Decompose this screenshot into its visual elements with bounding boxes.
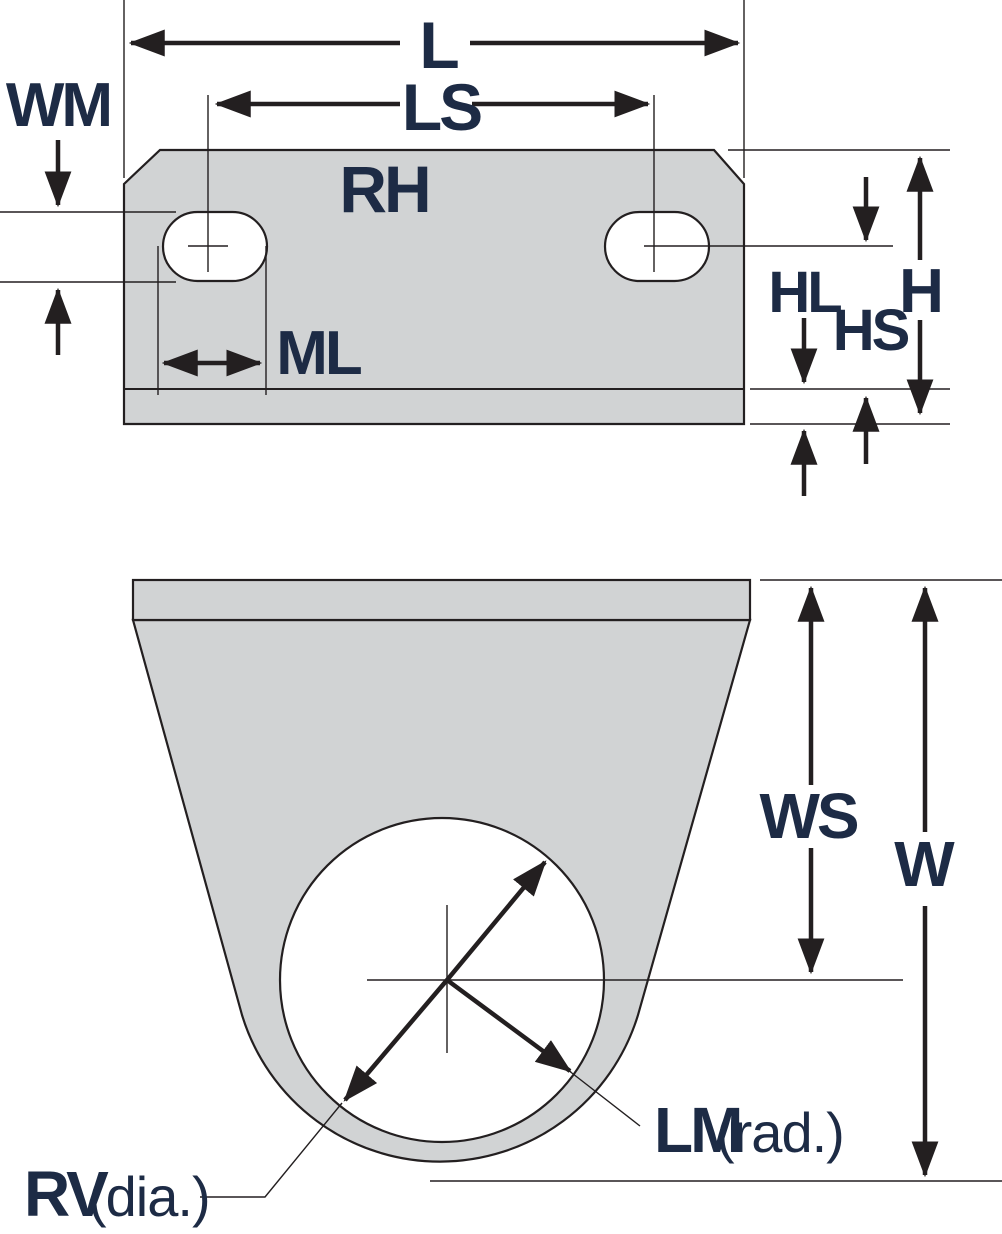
- label-RV: RV: [24, 1158, 109, 1230]
- leader-LM: [567, 1069, 641, 1127]
- top-view-plate: [122, 148, 746, 426]
- label-H: H: [899, 257, 941, 326]
- label-L: L: [419, 8, 458, 82]
- label-ML: ML: [276, 319, 361, 388]
- leader-RV: [200, 1102, 343, 1198]
- side-view-flange: [131, 578, 752, 622]
- dim-LM-arrow: [445, 978, 572, 1073]
- label-WM: WM: [6, 71, 110, 140]
- label-RH: RH: [339, 152, 428, 226]
- label-HL: HL: [768, 260, 841, 325]
- top-view: L LS RH WM ML HL HS H: [0, 0, 950, 496]
- dim-RV-arrow-up: [445, 860, 547, 982]
- dim-RV-arrow-down: [343, 978, 449, 1102]
- label-LM-note: (rad.): [716, 1101, 844, 1164]
- label-LS: LS: [402, 70, 481, 144]
- label-LM: LM: [654, 1094, 740, 1166]
- label-RV-note: (dia.): [88, 1165, 210, 1228]
- label-WS: WS: [759, 780, 857, 852]
- label-HS: HS: [833, 298, 909, 363]
- side-view: RV (dia.) LM (rad.) WS W: [24, 578, 1002, 1230]
- label-W: W: [894, 828, 955, 900]
